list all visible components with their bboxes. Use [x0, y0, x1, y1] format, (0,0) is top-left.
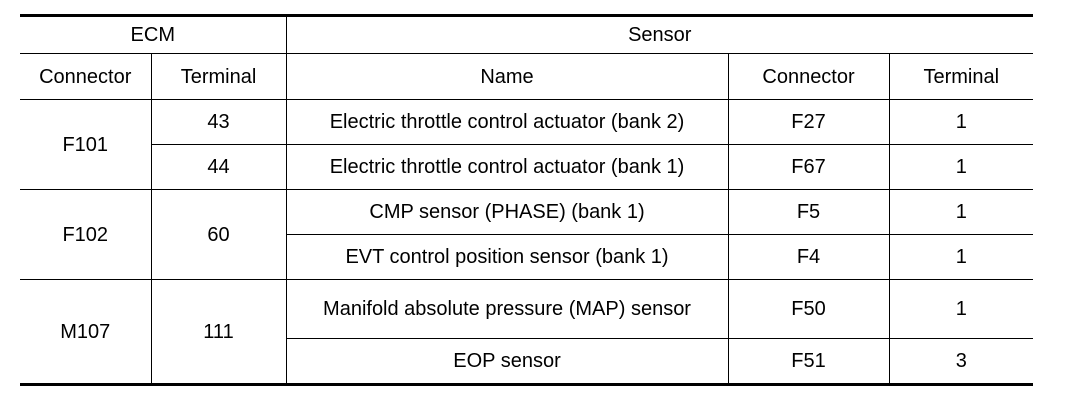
table-row: M107 111 Manifold absolute pressure (MAP… — [20, 279, 1034, 386]
table-row: F101 43 Electric throttle control actuat… — [20, 99, 1034, 190]
table-row: EOP sensor F51 3 — [20, 338, 1034, 386]
sensor-terminal-cell: 1 — [888, 99, 1034, 145]
ecm-connector-cell: M107 — [20, 279, 152, 386]
sensor-connector-cell: F51 — [727, 338, 890, 386]
sensor-name-cell: Electric throttle control actuator (bank… — [285, 99, 729, 145]
table-row: EVT control position sensor (bank 1) F4 … — [20, 234, 1034, 280]
header-column-row: Connector Terminal Name Connector Termin… — [20, 53, 1034, 100]
ecm-connector-cell: F102 — [20, 189, 152, 280]
table-row: F102 60 CMP sensor (PHASE) (bank 1) F5 1 — [20, 189, 1034, 280]
sensor-name-cell: CMP sensor (PHASE) (bank 1) — [285, 189, 729, 235]
sensor-terminal-cell: 1 — [888, 189, 1034, 235]
ecm-terminal-header: Terminal — [150, 53, 287, 100]
connector-table-container: ECM Sensor Connector Terminal Name Conne… — [20, 14, 1034, 386]
sensor-connector-header: Connector — [727, 53, 890, 100]
ecm-sensor-connector-table: ECM Sensor Connector Terminal Name Conne… — [20, 14, 1034, 386]
sensor-connector-cell: F27 — [727, 99, 890, 145]
sensor-group-header: Sensor — [285, 14, 1034, 54]
sensor-name-cell: Electric throttle control actuator (bank… — [285, 144, 729, 190]
sensor-connector-cell: F50 — [727, 279, 890, 339]
sensor-terminal-cell: 1 — [888, 144, 1034, 190]
sensor-connector-cell: F67 — [727, 144, 890, 190]
sensor-name-cell: EVT control position sensor (bank 1) — [286, 234, 729, 280]
ecm-terminal-cell: 111 — [150, 279, 287, 386]
sensor-connector-cell: F5 — [727, 189, 890, 235]
table-row: 44 Electric throttle control actuator (b… — [20, 144, 1034, 190]
ecm-group-header: ECM — [20, 14, 287, 54]
sensor-name-cell: EOP sensor — [286, 338, 729, 386]
sensor-terminal-cell: 3 — [888, 338, 1034, 386]
header-group-row: ECM Sensor — [20, 14, 1034, 54]
ecm-connector-cell: F101 — [20, 99, 152, 190]
sensor-name-header: Name — [285, 53, 729, 100]
ecm-terminal-cell: 60 — [150, 189, 287, 280]
sensor-terminal-cell: 1 — [888, 234, 1034, 280]
sensor-name-cell: Manifold absolute pressure (MAP) sensor — [285, 279, 729, 339]
sensor-terminal-header: Terminal — [888, 53, 1034, 100]
ecm-connector-header: Connector — [20, 53, 152, 100]
sensor-terminal-cell: 1 — [888, 279, 1034, 339]
ecm-terminal-cell: 43 — [150, 99, 287, 145]
ecm-terminal-cell: 44 — [151, 144, 287, 190]
sensor-connector-cell: F4 — [727, 234, 890, 280]
